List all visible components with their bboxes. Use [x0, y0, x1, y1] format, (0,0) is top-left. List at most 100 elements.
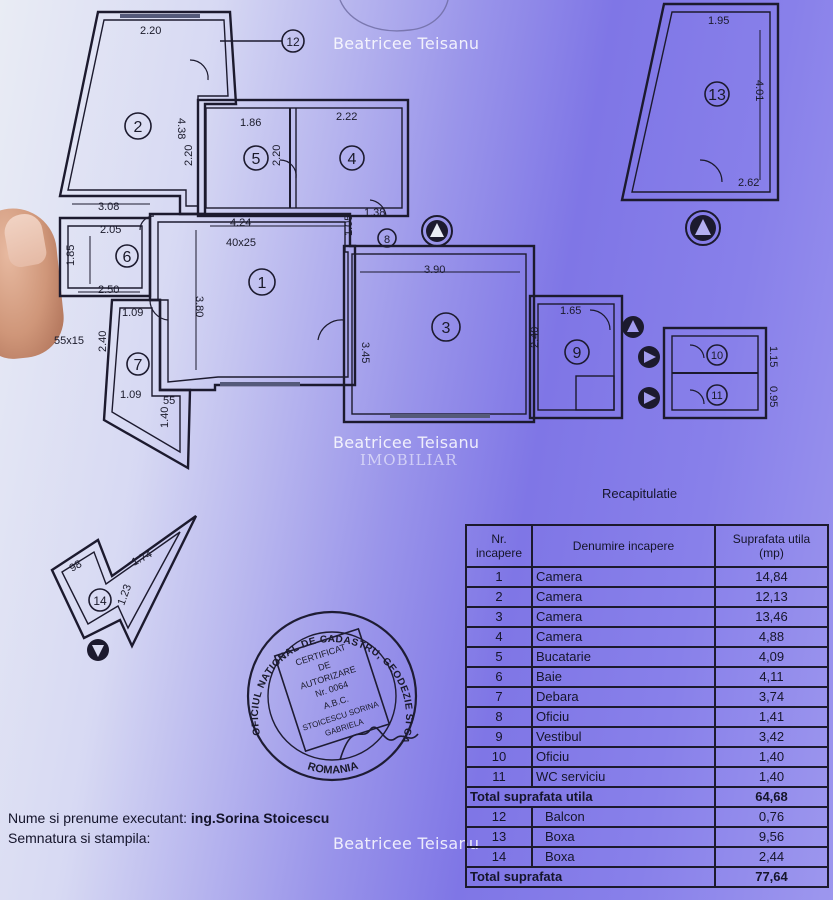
room-no-6: 6: [123, 249, 132, 266]
cell-area: 1,40: [714, 766, 829, 788]
signature-scribble: [339, 726, 419, 761]
cell-area: 14,84: [714, 566, 829, 588]
dim-label: 2.20: [183, 145, 195, 166]
dim-label: 55: [163, 395, 175, 407]
total-util-row: Total suprafata utila 64,68: [465, 786, 829, 808]
cell-nr: 6: [465, 666, 533, 688]
dim-label: 1.95: [708, 15, 729, 27]
watermark-middle: Beatricee Teisanu: [333, 433, 480, 452]
cell-nr: 12: [465, 806, 533, 828]
cell-name: Bucatarie: [531, 646, 716, 668]
dim-label: 1.05: [343, 215, 355, 236]
cell-name: Camera: [531, 586, 716, 608]
dim-label: 1.09: [120, 389, 141, 401]
cell-nr: 1: [465, 566, 533, 588]
stamp-bottom-text: ROMANIA: [306, 760, 360, 777]
total-label: Total suprafata: [465, 866, 716, 888]
cell-area: 1,40: [714, 746, 829, 768]
dim-label: 4.01: [753, 80, 765, 101]
dim-label: 3.80: [193, 296, 205, 317]
svg-text:ROMANIA: ROMANIA: [306, 760, 360, 777]
cell-area: 3,42: [714, 726, 829, 748]
watermark-brand: IMOBILIAR: [360, 451, 458, 469]
room-no-7: 7: [134, 357, 143, 374]
watermark-bottom: Beatricee Teisanu: [333, 834, 480, 853]
signature-label: Semnatura si stampila:: [8, 830, 151, 846]
room-no-11: 11: [711, 390, 722, 402]
executant-block: Nume si prenume executant: ing.Sorina St…: [8, 808, 329, 848]
executant-label: Nume si prenume executant:: [8, 810, 187, 826]
table-header-row: Nr. incapere Denumire incapere Suprafata…: [465, 524, 829, 568]
room-no-13: 13: [708, 87, 726, 104]
room-13-outline: [620, 2, 780, 202]
dim-label: 1.23: [116, 583, 135, 607]
dim-label: 40x25: [226, 237, 256, 249]
watermark-top: Beatricee Teisanu: [333, 34, 480, 53]
cell-nr: 8: [465, 706, 533, 728]
room-14-outline: [50, 515, 198, 649]
cell-name: Oficiu: [531, 706, 716, 728]
cell-name: WC serviciu: [531, 766, 716, 788]
top-stamp-fragment: [339, 0, 449, 32]
dim-label: 3.08: [98, 201, 119, 213]
dim-label: 1.85: [65, 245, 77, 266]
dim-label: 1.74: [130, 548, 155, 569]
dim-label: 2.62: [738, 177, 759, 189]
room-no-5: 5: [252, 151, 261, 168]
cell-name: Camera: [531, 606, 716, 628]
dim-label: 1.38: [364, 207, 385, 219]
room-no-12: 12: [286, 35, 300, 49]
dim-label: 1.65: [560, 305, 581, 317]
cell-area: 4,11: [714, 666, 829, 688]
cell-nr: 13: [465, 826, 533, 848]
header-area: Suprafata utila (mp): [714, 524, 829, 568]
dim-label: 2.20: [140, 25, 161, 37]
cell-area: 1,41: [714, 706, 829, 728]
cell-nr: 9: [465, 726, 533, 748]
cell-name: Debara: [531, 686, 716, 708]
cell-name: Vestibul: [531, 726, 716, 748]
room-7-outline: [102, 298, 192, 471]
cell-name: Baie: [531, 666, 716, 688]
cell-area: 0,76: [714, 806, 829, 828]
cell-area: 13,46: [714, 606, 829, 628]
cell-nr: 2: [465, 586, 533, 608]
rooms-4-5-outline: [196, 98, 410, 218]
dim-label: 3.45: [359, 342, 371, 363]
cell-nr: 10: [465, 746, 533, 768]
room-9-outline: [528, 294, 624, 420]
dim-label: 2.40: [529, 327, 541, 348]
dim-label: 1.86: [240, 117, 261, 129]
cell-name: Boxa: [531, 846, 716, 868]
cell-area: 4,88: [714, 626, 829, 648]
cell-area: 9,56: [714, 826, 829, 848]
dim-label: 1.09: [122, 307, 143, 319]
cell-area: 3,74: [714, 686, 829, 708]
stamp-line: DE: [317, 660, 332, 673]
cell-area: 2,44: [714, 846, 829, 868]
cell-nr: 4: [465, 626, 533, 648]
header-name: Denumire incapere: [531, 524, 716, 568]
dim-label: 55x15: [54, 335, 84, 347]
rooms-10-11-outline: [662, 326, 768, 420]
cell-nr: 5: [465, 646, 533, 668]
room-no-2: 2: [134, 119, 143, 136]
room-no-14: 14: [93, 594, 107, 608]
room-no-4: 4: [348, 151, 357, 168]
executant-name: ing.Sorina Stoicescu: [190, 810, 330, 826]
dim-label: 4.24: [230, 217, 251, 229]
cell-area: 12,13: [714, 586, 829, 608]
room-no-3: 3: [442, 320, 451, 337]
cell-nr: 3: [465, 606, 533, 628]
